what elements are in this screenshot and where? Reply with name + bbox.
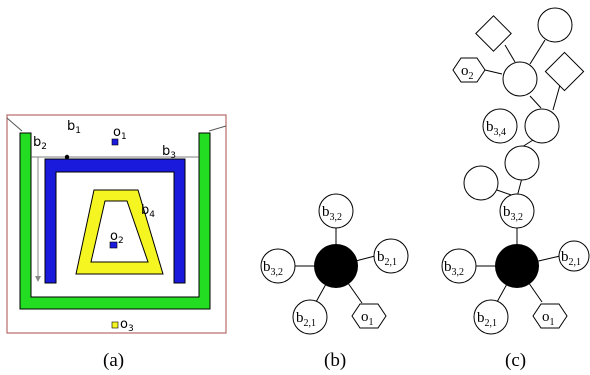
node-label: b3,2 [322, 204, 342, 223]
label-o3: o3 [120, 317, 134, 334]
edge [484, 69, 503, 75]
panel-c: b3,2 b3,2 b2,1 b2,1 o1 b3,4 o2 (c) [441, 7, 590, 371]
node-b32-left [260, 248, 296, 284]
node-label: b3,2 [263, 259, 283, 278]
node-b34 [482, 108, 518, 144]
node-plain-left [463, 165, 499, 201]
agent-dot [64, 154, 70, 160]
panel-a-corner-line-right [208, 125, 227, 132]
node-label: b2,1 [477, 310, 497, 329]
edge [529, 95, 542, 109]
node-o1-hexagon [351, 303, 387, 329]
o1-marker [111, 138, 119, 146]
label-o2: o2 [110, 229, 124, 246]
green-u-shape [19, 132, 211, 310]
node-b32-top [318, 193, 354, 229]
node-o1-hexagon [532, 303, 568, 329]
panel-a-corner-line-left [6, 117, 23, 132]
node-o2-hexagon [452, 57, 486, 83]
node-label: o2 [461, 63, 474, 82]
node-label: b2,1 [561, 249, 581, 268]
node-b32-left [441, 248, 477, 284]
b2-arrow-head [35, 276, 41, 282]
caption-a: (a) [103, 350, 124, 371]
caption-c: (c) [505, 350, 526, 371]
node-b21-right [558, 240, 590, 272]
node-b21-right [373, 238, 409, 274]
edge [552, 84, 561, 111]
node-plain-top [537, 7, 573, 43]
center-node [495, 244, 539, 288]
o2-marker [109, 241, 118, 249]
label-o1: o1 [113, 125, 127, 142]
node-label: b3,2 [503, 204, 523, 223]
caption-b: (b) [324, 350, 346, 371]
label-b2: b2 [33, 135, 47, 152]
node-label: b2,1 [296, 310, 316, 329]
node-label: b3,2 [444, 259, 464, 278]
node-label: o1 [361, 309, 374, 328]
o3-marker [111, 321, 119, 329]
panel-a: b1 b2 b3 b4 o1 o2 o3 (a) [6, 114, 227, 371]
node-b32-top [499, 193, 535, 229]
node-square-right [544, 51, 585, 92]
panel-a-frame [6, 114, 227, 334]
node-plain-right [524, 108, 560, 144]
node-square-top [475, 15, 512, 52]
label-b3: b3 [162, 144, 176, 161]
node-label: o1 [542, 309, 555, 328]
node-plain-mid [504, 145, 540, 181]
panel-b: b3,2 b3,2 b2,1 b2,1 o1 (b) [260, 193, 409, 371]
label-b1: b1 [67, 119, 81, 136]
node-plain-upper [502, 61, 538, 97]
edge [504, 44, 516, 63]
node-label: b2,1 [377, 249, 397, 268]
yellow-trapezoid [75, 189, 164, 275]
blue-u-shape [44, 158, 186, 284]
node-b21-bottom [473, 299, 509, 335]
node-label: b3,4 [486, 119, 506, 138]
node-b21-bottom [292, 299, 328, 335]
center-node [314, 244, 358, 288]
edge [529, 39, 546, 65]
label-b4: b4 [141, 203, 155, 220]
